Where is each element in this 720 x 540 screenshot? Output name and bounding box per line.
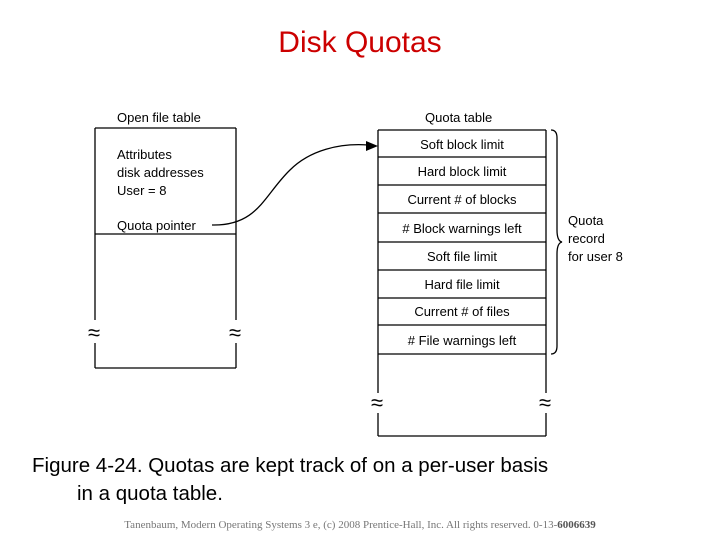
quota-field-file-warnings-left: # File warnings left — [408, 333, 517, 348]
arrowhead — [366, 141, 378, 151]
brace-label-line-1: Quota — [568, 213, 604, 228]
quota-pointer-label: Quota pointer — [117, 218, 196, 233]
quota-field-soft-file-limit: Soft file limit — [427, 249, 497, 264]
quota-field-current-files: Current # of files — [414, 304, 510, 319]
footer-text: Tanenbaum, Modern Operating Systems 3 e,… — [124, 519, 558, 531]
open-file-table — [94, 127, 237, 369]
quota-field-block-warnings-left: # Block warnings left — [402, 221, 522, 236]
page-title: Disk Quotas — [278, 26, 442, 59]
brace-label-line-2: record — [568, 231, 605, 246]
open-file-table-label: Open file table — [117, 110, 201, 125]
disk-addresses-label: disk addresses — [117, 165, 204, 180]
quota-pointer-arrow — [211, 144, 369, 226]
quota-field-hard-file-limit: Hard file limit — [424, 277, 500, 292]
caption-line-1: Figure 4-24. Quotas are kept track of on… — [32, 454, 549, 477]
figure-caption: Figure 4-24. Quotas are kept track of on… — [32, 452, 692, 508]
quota-field-soft-block-limit: Soft block limit — [420, 137, 504, 152]
quota-table-label: Quota table — [425, 110, 492, 125]
break-mark-right-1: ≈ — [371, 390, 383, 415]
attributes-label: Attributes — [117, 147, 172, 162]
quota-field-hard-block-limit: Hard block limit — [418, 164, 507, 179]
break-mark-left-2: ≈ — [229, 320, 241, 345]
break-mark-left-1: ≈ — [88, 320, 100, 345]
footer-isbn-suffix: 6006639 — [557, 519, 596, 531]
caption-line-2: in a quota table. — [77, 482, 223, 505]
quota-diagram: Open file table Attributes disk addresse… — [88, 110, 623, 437]
copyright-footer: Tanenbaum, Modern Operating Systems 3 e,… — [0, 519, 720, 531]
quota-table — [377, 129, 547, 437]
break-mark-right-2: ≈ — [539, 390, 551, 415]
quota-field-current-blocks: Current # of blocks — [407, 192, 517, 207]
brace-label-line-3: for user 8 — [568, 249, 623, 264]
user-label: User = 8 — [117, 183, 167, 198]
quota-record-brace — [550, 129, 563, 355]
